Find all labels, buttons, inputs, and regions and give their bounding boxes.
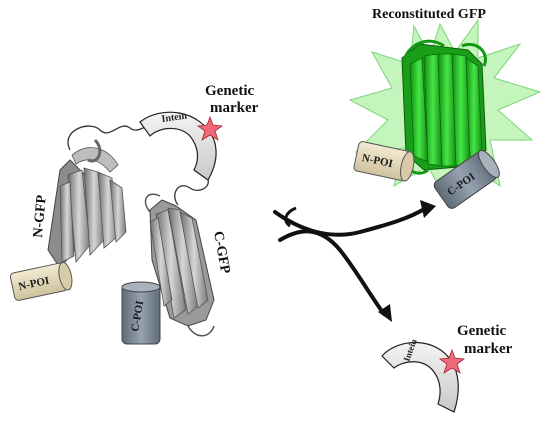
excised-intein: Intein Genetic marker — [381, 323, 513, 413]
c-poi-right-cylinder: C-POI — [433, 149, 500, 209]
n-poi-right-cylinder: N-POI — [353, 141, 415, 182]
split-construct: Intein Genetic marker N-GFP C-GFP N-POI … — [9, 83, 259, 345]
reconstituted-gfp-title: Reconstituted GFP — [372, 7, 486, 22]
arrowhead-bottom — [378, 304, 392, 322]
n-gfp-label: N-GFP — [31, 194, 50, 238]
intein-bottom-shape — [381, 341, 459, 413]
intein-top-label: Intein — [161, 110, 188, 125]
reconstituted-gfp: Reconstituted GFP N-POI C-POI — [348, 7, 542, 209]
n-poi-left-cylinder: N-POI — [9, 261, 73, 301]
c-gfp-label: C-GFP — [210, 230, 232, 275]
arrow-to-reconstituted — [273, 206, 428, 237]
linker-loop — [174, 174, 209, 206]
c-poi-left-label: C-POI — [129, 300, 146, 333]
star-marker-bottom — [438, 348, 466, 374]
arrow-to-marker — [278, 229, 386, 316]
genetic-marker-top-line1: Genetic — [205, 83, 254, 99]
gfp-barrel — [401, 39, 487, 175]
splicing-arrows — [273, 200, 436, 322]
star-marker-top — [196, 115, 224, 141]
arrow-curl — [284, 206, 297, 228]
c-poi-left-cylinder: C-POI — [121, 281, 161, 345]
intein-top-shape — [139, 111, 217, 181]
c-gfp-barrel — [144, 193, 215, 337]
genetic-marker-bottom-line2: marker — [464, 341, 513, 357]
genetic-marker-bottom-line1: Genetic — [457, 323, 506, 339]
genetic-marker-top-line2: marker — [210, 100, 259, 116]
arrowhead-top — [420, 200, 436, 218]
n-gfp-barrel — [47, 138, 127, 269]
